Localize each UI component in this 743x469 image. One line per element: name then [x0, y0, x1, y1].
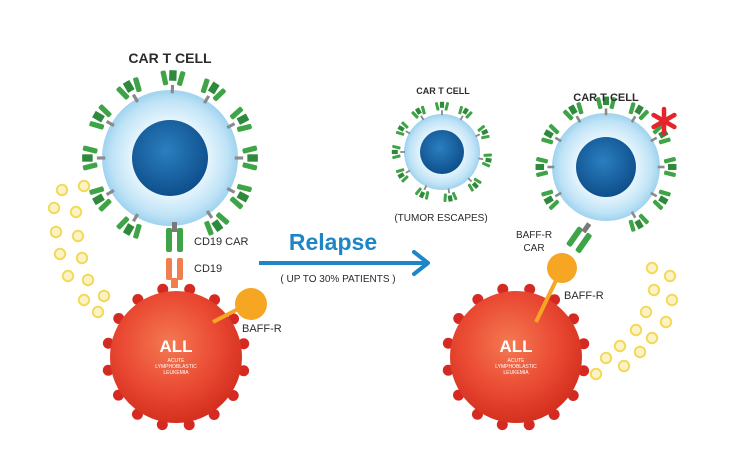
label-tumor-escapes: (TUMOR ESCAPES)	[394, 213, 487, 224]
car-receptor	[443, 188, 458, 202]
particle	[81, 273, 95, 287]
t-cell-nucleus	[132, 120, 208, 196]
car-receptor	[82, 145, 106, 171]
relapse-arrow-icon	[259, 250, 430, 276]
tumor-left-sub1: ACUTE	[168, 358, 186, 364]
particle	[53, 247, 67, 261]
particle	[71, 229, 85, 243]
label-baff-r-right: BAFF-R	[564, 290, 604, 302]
car-receptor	[414, 185, 430, 200]
particle	[77, 179, 91, 193]
red-asterisk-icon	[651, 106, 677, 136]
car-receptor	[458, 105, 473, 121]
tumor-right-title: ALL	[499, 337, 532, 356]
particle	[97, 289, 111, 303]
label-cd19-car: CD19 CAR	[194, 236, 248, 248]
particle	[75, 251, 89, 265]
particle	[613, 339, 627, 353]
baff-r-right-ball	[547, 253, 577, 283]
tumor-left-sub2: LYMPHOBLASTIC	[155, 364, 197, 370]
car-receptor	[595, 96, 617, 116]
particle	[49, 225, 63, 239]
car-receptor	[234, 145, 258, 171]
label-car-t-cell-middle: CAR T CELL	[416, 86, 470, 96]
particle	[659, 315, 673, 329]
particle	[69, 205, 83, 219]
cd19-car-receptor	[166, 222, 183, 252]
car-receptor	[657, 156, 677, 178]
particle	[663, 269, 677, 283]
middle-car-t-cell	[391, 101, 492, 202]
left-tumor-cell	[102, 283, 250, 431]
particle	[61, 269, 75, 283]
left-car-t-cell	[82, 70, 258, 239]
particle	[645, 331, 659, 345]
particle	[647, 283, 661, 297]
car-receptor	[535, 156, 555, 178]
particle	[639, 305, 653, 319]
car-receptor	[467, 177, 482, 192]
tumor-right-sub2: LYMPHOBLASTIC	[495, 364, 537, 370]
car-receptor	[411, 105, 426, 121]
particle	[77, 293, 91, 307]
baff-r-car-receptor	[566, 222, 592, 253]
car-receptor	[434, 101, 450, 115]
tumor-body	[110, 291, 242, 423]
label-car-t-cell-right: CAR T CELL	[573, 92, 639, 104]
right-tumor-cell	[442, 283, 590, 431]
particles	[47, 179, 679, 381]
label-relapse-note: ( UP TO 30% PATIENTS )	[280, 274, 395, 285]
baff-r-left-stem	[212, 306, 241, 324]
cd19-antigen	[166, 258, 183, 288]
particle	[599, 351, 613, 365]
particle	[91, 305, 105, 319]
car-receptor	[89, 186, 115, 212]
car-receptor	[160, 70, 186, 94]
car-receptor	[478, 153, 492, 168]
car-receptor	[628, 211, 649, 232]
t-cell-nucleus	[420, 130, 464, 174]
car-receptor	[391, 144, 406, 160]
right-car-t-cell	[535, 96, 677, 232]
car-receptor	[395, 121, 411, 136]
car-receptor	[563, 102, 584, 123]
particle	[629, 323, 643, 337]
label-baff-r-left: BAFF-R	[242, 323, 282, 335]
label-baff-r-car-line1: BAFF-R	[516, 230, 552, 241]
particle	[645, 261, 659, 275]
particle	[55, 183, 69, 197]
particle	[665, 293, 679, 307]
label-baff-r-car-line2: CAR	[523, 243, 544, 254]
car-receptor	[204, 210, 230, 236]
car-receptor	[116, 77, 142, 103]
baff-r-left-ball	[235, 288, 267, 320]
particle	[47, 201, 61, 215]
tumor-left-title: ALL	[159, 337, 192, 356]
car-receptor	[541, 189, 562, 210]
particle	[617, 359, 631, 373]
car-receptor	[116, 213, 142, 239]
car-receptor	[89, 104, 115, 130]
t-cell-nucleus	[576, 137, 636, 197]
car-receptor	[650, 189, 671, 210]
tumor-right-sub3: LEUKEMIA	[503, 370, 529, 376]
car-receptor	[541, 124, 562, 145]
car-receptor	[200, 78, 226, 104]
car-receptor	[628, 102, 649, 123]
car-receptor	[226, 106, 252, 132]
label-cd19: CD19	[194, 263, 222, 275]
car-receptor	[226, 184, 252, 210]
tumor-right-sub1: ACUTE	[508, 358, 526, 364]
label-car-t-cell-left: CAR T CELL	[128, 50, 212, 66]
tumor-body	[450, 291, 582, 423]
tumor-left-sub3: LEUKEMIA	[163, 370, 189, 376]
car-receptor	[395, 168, 411, 183]
particle	[589, 367, 603, 381]
car-receptor	[475, 124, 490, 140]
label-relapse: Relapse	[289, 229, 377, 255]
particle	[633, 345, 647, 359]
